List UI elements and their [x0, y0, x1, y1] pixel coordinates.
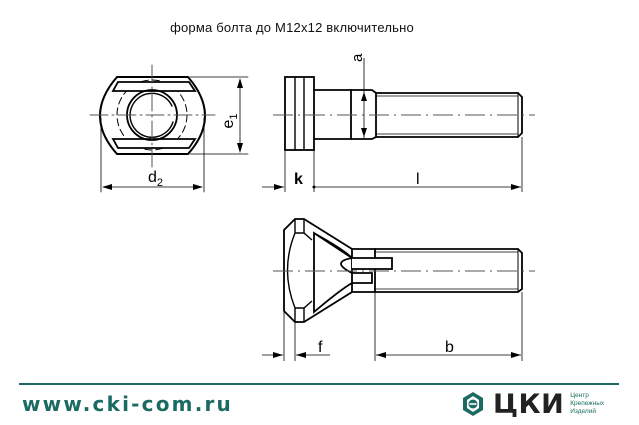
brand-subtitle: Центр Крепежных Изделий [570, 392, 605, 415]
dim-b-label: b [445, 339, 454, 356]
side-view-bottom [262, 218, 535, 361]
brand-name: ЦКИ [493, 388, 565, 420]
dim-k-label: k [294, 171, 303, 188]
dim-a-label: a [349, 53, 366, 62]
dim-f-label: f [318, 339, 323, 356]
side-view-top [262, 58, 535, 192]
footer-divider [19, 383, 619, 385]
technical-drawing: e1 d2 a k l [89, 53, 535, 361]
dim-d2-label: d2 [148, 169, 163, 189]
page-title: форма болта до М12х12 включительно [170, 20, 414, 35]
dim-e1-label: e1 [220, 113, 240, 128]
dim-l-label: l [416, 171, 420, 188]
website-link[interactable]: www.cki-com.ru [22, 392, 233, 416]
brand-logo: ЦКИ Центр Крепежных Изделий [462, 389, 604, 419]
end-view [89, 64, 249, 193]
hexagon-logo-icon [463, 392, 483, 416]
